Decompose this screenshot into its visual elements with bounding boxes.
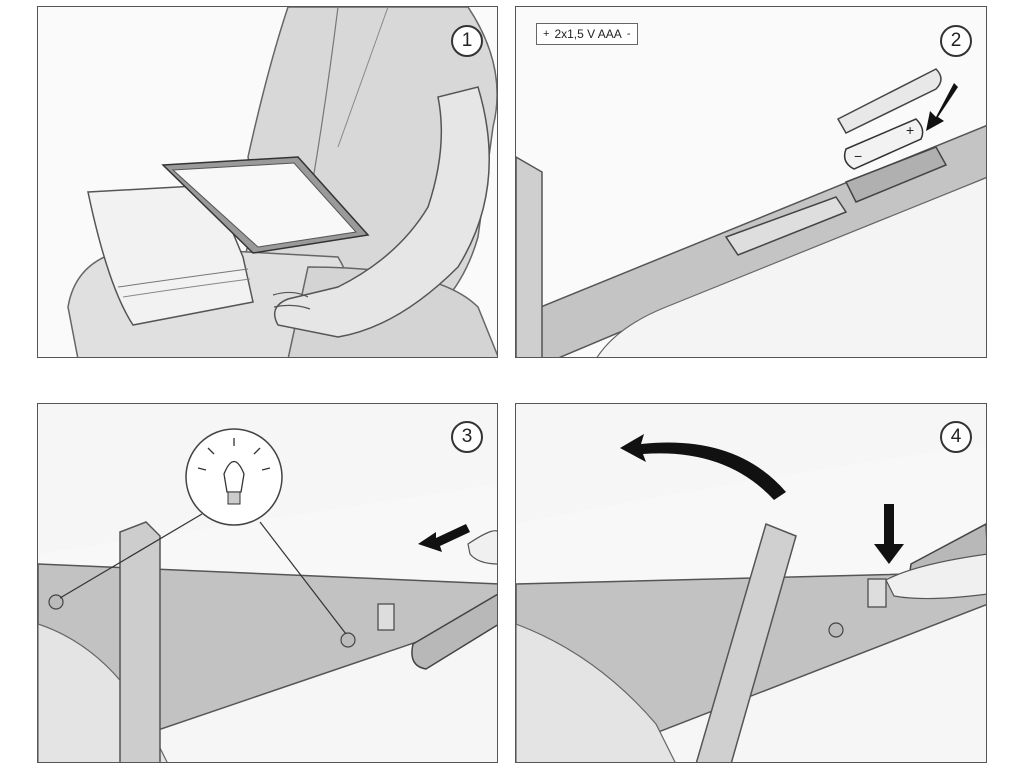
svg-text:−: − bbox=[854, 148, 862, 164]
arrow-down-icon bbox=[926, 83, 958, 131]
step-number-badge: 2 bbox=[940, 25, 972, 57]
arrow-down-icon bbox=[874, 504, 904, 564]
arrow-left-icon bbox=[418, 524, 470, 552]
step-2-illustration: − + bbox=[516, 68, 986, 357]
stand-leg-icon bbox=[119, 521, 161, 762]
minus-sign: - bbox=[626, 28, 631, 40]
book-icon bbox=[87, 184, 254, 326]
stand-leg-icon bbox=[695, 522, 797, 762]
curved-arrow-icon bbox=[620, 434, 786, 500]
step-1-panel: 1 bbox=[37, 6, 498, 358]
battery-spec-label: + 2x1,5 V AAA - bbox=[536, 23, 638, 45]
finger-icon bbox=[885, 553, 986, 600]
step-3-illustration bbox=[38, 428, 497, 762]
step-number-badge: 1 bbox=[451, 25, 483, 57]
step-3-panel: 3 bbox=[37, 403, 498, 763]
step-number-badge: 4 bbox=[940, 421, 972, 453]
step-number-badge: 3 bbox=[451, 421, 483, 453]
step-1-illustration bbox=[67, 7, 497, 357]
step-4-illustration bbox=[516, 434, 986, 762]
battery-cover-icon bbox=[836, 68, 942, 134]
light-bulb-icon bbox=[185, 428, 283, 526]
plus-sign: + bbox=[543, 28, 550, 40]
battery-spec-text: 2x1,5 V AAA bbox=[554, 27, 622, 41]
step-4-panel: 4 bbox=[515, 403, 987, 763]
battery-icon: − + bbox=[843, 118, 924, 170]
step-2-panel: − + + 2x1,5 V AAA - 2 bbox=[515, 6, 987, 358]
light-panel-icon bbox=[161, 156, 370, 254]
svg-text:+: + bbox=[906, 122, 914, 138]
